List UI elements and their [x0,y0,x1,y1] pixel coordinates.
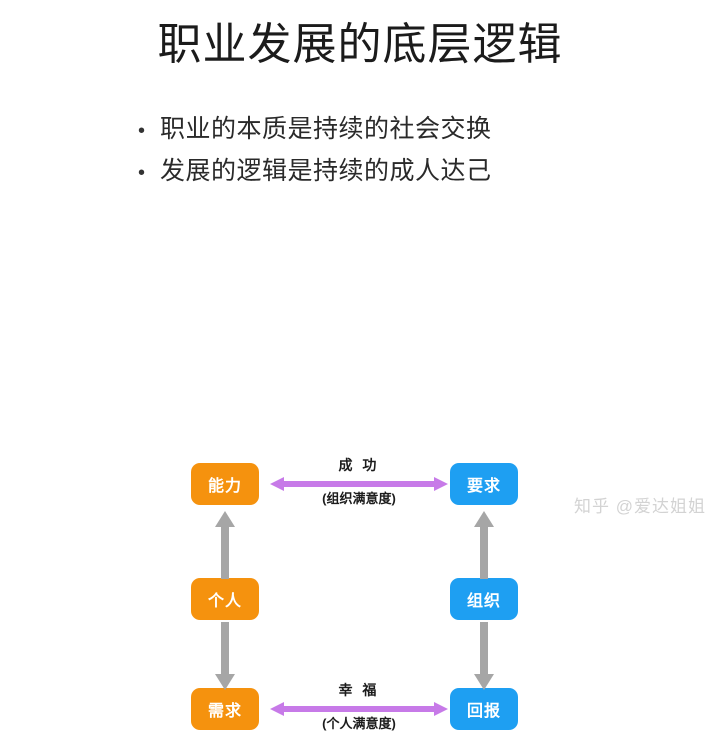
diagram-node-requirement[interactable]: 要求 [450,463,518,505]
arrow-down-individual-to-need-icon [215,622,235,690]
diagram-node-individual[interactable]: 个人 [191,578,259,620]
node-label: 个人 [207,593,242,610]
watermark: 知乎 @爱达姐姐 [574,497,706,516]
diagram-node-return[interactable]: 回报 [450,688,518,730]
page-title: 职业发展的底层逻辑 [157,20,563,69]
bullet-dot-icon: • [138,162,146,184]
edge-label-text: (组织满意度) [322,491,396,506]
list-item: • 职业的本质是持续的社会交换 [138,112,608,148]
node-label: 需求 [207,703,242,720]
diagram-node-need[interactable]: 需求 [191,688,259,730]
list-item: • 发展的逻辑是持续的成人达己 [138,154,608,190]
edge-label-success-sub: (组织满意度) [268,489,450,508]
edge-label-text: 幸 福 [338,682,380,698]
arrow-up-organization-to-requirement-icon [474,511,494,579]
edge-label-text: (个人满意度) [322,716,396,731]
arrow-bidirectional-success-icon [270,477,448,491]
edge-label-text: 成 功 [338,457,380,473]
node-label: 回报 [466,703,501,720]
node-label: 能力 [207,478,242,495]
edge-label-happiness-main: 幸 福 [268,681,450,700]
diagram-node-capability[interactable]: 能力 [191,463,259,505]
bullet-text: 职业的本质是持续的社会交换 [160,116,492,143]
edge-label-happiness-sub: (个人满意度) [268,714,450,733]
bullet-text: 发展的逻辑是持续的成人达己 [160,158,492,185]
arrow-up-individual-to-capability-icon [215,511,235,579]
bullet-dot-icon: • [138,120,146,142]
diagram-node-organization[interactable]: 组织 [450,578,518,620]
arrow-down-organization-to-return-icon [474,622,494,690]
cycle-diagram: 能力 要求 个人 组织 需求 回报 成 功 (组织满意度) 幸 福 [0,225,720,731]
node-label: 组织 [466,593,501,610]
bullet-list: • 职业的本质是持续的社会交换 • 发展的逻辑是持续的成人达己 [138,112,608,196]
edge-label-success-main: 成 功 [268,456,450,475]
node-label: 要求 [466,478,501,495]
